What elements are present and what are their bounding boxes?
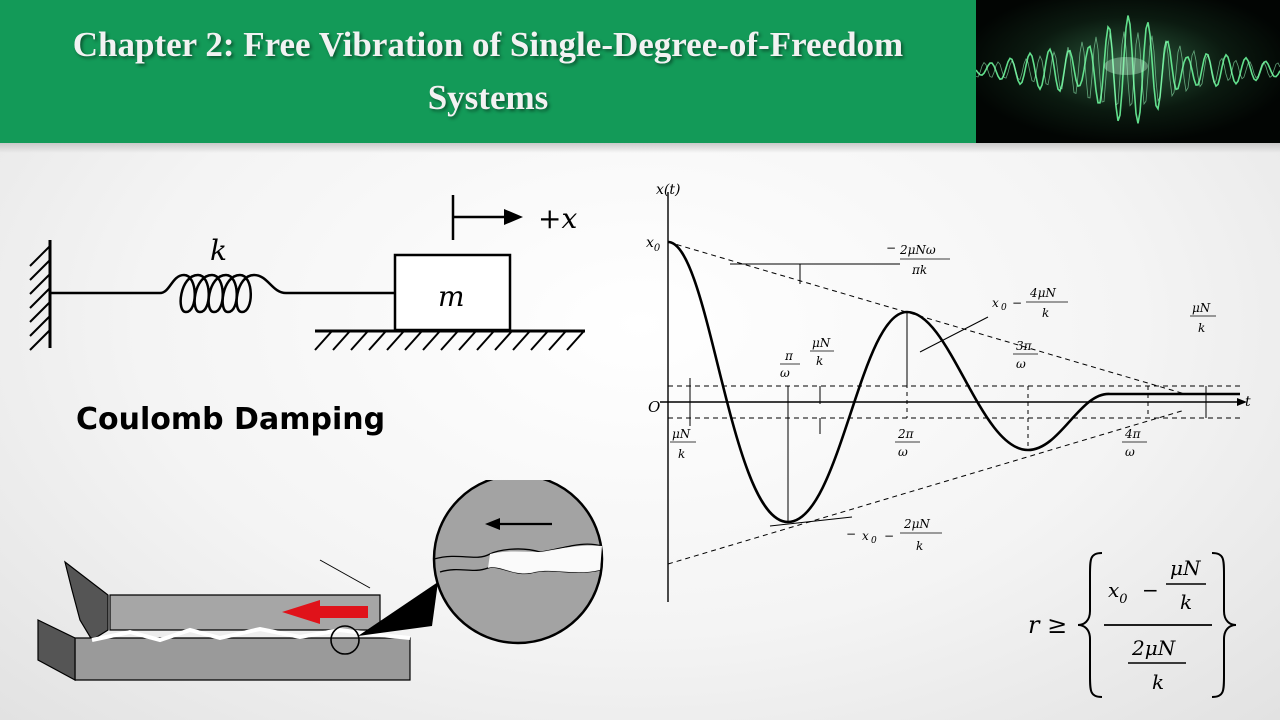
response-curve bbox=[667, 240, 1240, 524]
lower-block bbox=[74, 637, 411, 681]
coulomb-damping-heading: Coulomb Damping bbox=[76, 402, 386, 437]
svg-text:x: x bbox=[992, 296, 999, 310]
zoom-pointer bbox=[358, 582, 438, 636]
x0-label: x0 bbox=[646, 235, 661, 254]
lower-envelope bbox=[667, 409, 1186, 565]
half-period-markers bbox=[787, 312, 1149, 522]
wall-hatching bbox=[29, 245, 51, 351]
svg-text:2π: 2π bbox=[897, 427, 915, 441]
y-axis-label: x(t) bbox=[656, 182, 680, 198]
svg-text:πk: πk bbox=[911, 263, 927, 277]
ground-hatching bbox=[314, 330, 585, 351]
svg-text:2μN: 2μN bbox=[903, 517, 930, 531]
svg-text:−: − bbox=[884, 529, 894, 543]
waveform-trace bbox=[976, 31, 1280, 107]
motion-arrow bbox=[282, 600, 368, 624]
svg-text:ω: ω bbox=[780, 366, 790, 380]
svg-text:k: k bbox=[916, 539, 923, 553]
mass-block bbox=[393, 253, 512, 332]
svg-text:π: π bbox=[784, 349, 794, 363]
spring-mass-diagram: k m +x bbox=[29, 195, 585, 351]
svg-text:0: 0 bbox=[871, 536, 877, 546]
waveform-trace bbox=[976, 15, 1280, 124]
friction-surface-diagram bbox=[37, 480, 604, 682]
svg-text:ω: ω bbox=[898, 445, 908, 459]
waveform-image bbox=[976, 0, 1280, 143]
svg-text:3π: 3π bbox=[1016, 339, 1033, 353]
svg-text:x: x bbox=[862, 529, 869, 543]
svg-text:k: k bbox=[1198, 321, 1205, 335]
direction-label: +x bbox=[538, 202, 577, 235]
svg-text:μN: μN bbox=[672, 427, 691, 441]
zoom-circle bbox=[330, 625, 360, 655]
x-axis-arrowhead bbox=[1237, 398, 1247, 406]
denominator-bot: k bbox=[1152, 670, 1164, 694]
numerator-x: x0 bbox=[1108, 578, 1128, 607]
svg-text:4π: 4π bbox=[1124, 427, 1142, 441]
direction-arrowhead bbox=[504, 209, 523, 225]
svg-text:−: − bbox=[1012, 296, 1022, 310]
title-banner: Chapter 2: Free Vibration of Single-Degr… bbox=[0, 0, 976, 143]
right-brace bbox=[1211, 552, 1237, 698]
dimension-arrows bbox=[689, 263, 1207, 527]
upper-block-side bbox=[64, 560, 109, 641]
svg-text:k: k bbox=[1042, 306, 1049, 320]
banner-shadow bbox=[0, 143, 1280, 153]
equation-lhs: r ≥ bbox=[1028, 611, 1067, 639]
contact-gap bbox=[91, 626, 411, 643]
x-axis-label: t bbox=[1245, 394, 1251, 410]
svg-text:μN: μN bbox=[1192, 301, 1211, 315]
svg-text:k: k bbox=[816, 354, 823, 368]
numerator-minus: − bbox=[1142, 578, 1159, 602]
svg-text:μN: μN bbox=[812, 336, 831, 350]
mass-label: m bbox=[438, 280, 465, 313]
numerator-frac-bot: k bbox=[1180, 590, 1192, 614]
plot-annotations: − 2μNω πk +x x 0 − 4μN k π ω μN k μN k 2… bbox=[670, 241, 1216, 553]
asperity-gap bbox=[488, 545, 602, 574]
origin-label: O bbox=[648, 398, 660, 416]
coulomb-response-plot: x(t) t O x0 − 2μNω πk +x x 0 − 4μN k π bbox=[646, 182, 1251, 602]
r-inequality-equation: r ≥ x0 − μN k 2μN k bbox=[1028, 552, 1237, 698]
svg-text:4μN: 4μN bbox=[1029, 286, 1056, 300]
svg-text:ω: ω bbox=[1016, 357, 1026, 371]
left-brace bbox=[1077, 552, 1103, 698]
svg-text:−: − bbox=[846, 527, 856, 541]
spring-label: k bbox=[210, 234, 227, 267]
svg-text:2μNω: 2μNω bbox=[899, 243, 936, 257]
svg-text:k: k bbox=[678, 447, 685, 461]
spring-coil bbox=[159, 273, 287, 314]
svg-text:−: − bbox=[886, 241, 896, 255]
lower-block-side bbox=[37, 619, 76, 682]
slide-title: Chapter 2: Free Vibration of Single-Degr… bbox=[72, 25, 904, 117]
numerator-frac-top: μN bbox=[1170, 556, 1202, 580]
lens-arrowhead bbox=[485, 518, 500, 530]
svg-text:ω: ω bbox=[1125, 445, 1135, 459]
svg-text:0: 0 bbox=[1001, 303, 1007, 313]
denominator-top: 2μN bbox=[1131, 636, 1177, 660]
